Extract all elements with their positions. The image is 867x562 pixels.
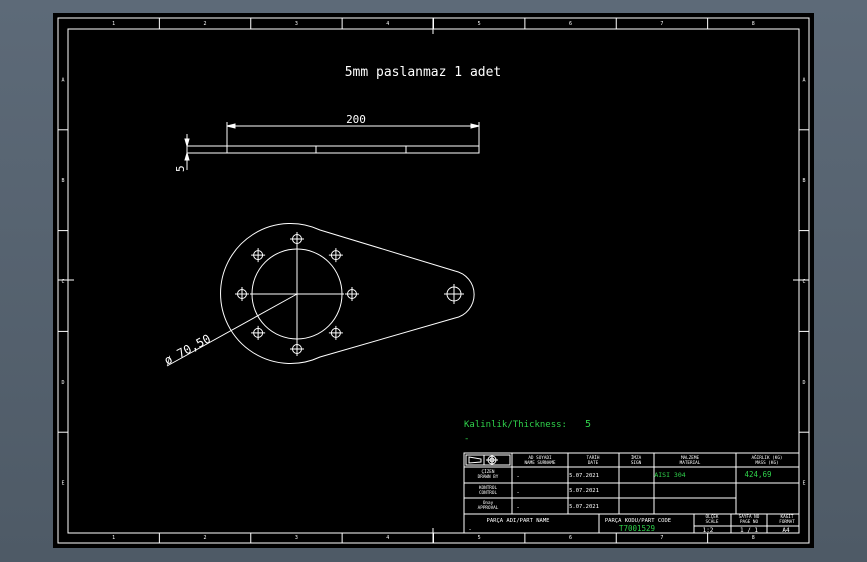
centering-marks [58, 18, 809, 543]
thickness-dimension: 5 [174, 165, 187, 172]
page-value: 1 / 1 [740, 527, 758, 534]
part-code-value: T7001529 [619, 524, 655, 533]
zone-number-top: 8 [752, 21, 755, 27]
approval-name: - [516, 504, 520, 511]
header-weight: AĞIRLIK (KG)MASS (KG) [751, 454, 782, 466]
zone-number-bottom: 8 [752, 535, 755, 541]
thickness-dash: - [464, 434, 469, 444]
zone-letter-right: A [802, 77, 805, 83]
part-outline [220, 223, 475, 364]
zone-number-top: 1 [112, 21, 115, 27]
zone-letter-right: E [802, 481, 805, 487]
zone-number-top: 4 [386, 21, 389, 27]
length-dimension: 200 [346, 113, 366, 126]
approval-date: 5.07.2021 [569, 504, 599, 510]
thickness-value: 5 [585, 419, 591, 430]
zone-number-top: 6 [569, 21, 572, 27]
zone-number-bottom: 5 [478, 535, 481, 541]
material-note: 5mm paslanmaz 1 adet [345, 65, 502, 80]
zone-number-bottom: 4 [386, 535, 389, 541]
projection-symbol-icon [465, 454, 511, 466]
title-block [463, 452, 800, 534]
zone-letter-right: D [802, 380, 805, 386]
top-view [166, 223, 475, 367]
zone-number-bottom: 2 [204, 535, 207, 541]
zone-letter-left: E [61, 481, 64, 487]
material-value: AISI 304 [654, 471, 685, 479]
weight-value: 424,69 [744, 470, 771, 479]
zone-number-top: 5 [478, 21, 481, 27]
drawing-sheet [53, 13, 814, 548]
zone-number-top: 7 [660, 21, 663, 27]
zone-number-top: 3 [295, 21, 298, 27]
part-name-value: - [468, 526, 472, 533]
zone-letter-right: C [802, 279, 805, 285]
drawn-date: 5.07.2021 [569, 473, 599, 479]
part-name-label: PARÇA ADI/PART NAME [487, 518, 550, 524]
drawn-name: - [516, 473, 520, 480]
zone-letter-left: C [61, 279, 64, 285]
zone-number-top: 2 [204, 21, 207, 27]
zone-letter-right: B [802, 178, 805, 184]
zone-number-bottom: 3 [295, 535, 298, 541]
control-date: 5.07.2021 [569, 488, 599, 494]
bolt-hole-circle [235, 232, 359, 356]
thickness-label: Kalinlik/Thickness: [464, 420, 567, 430]
zone-letter-left: D [61, 380, 64, 386]
part-code-label: PARÇA KODU/PART CODE [605, 518, 671, 524]
zone-number-bottom: 7 [660, 535, 663, 541]
side-view [184, 122, 480, 170]
zone-letter-left: A [61, 77, 64, 83]
zone-number-bottom: 6 [569, 535, 572, 541]
control-name: - [516, 489, 520, 496]
zone-letter-left: B [61, 178, 64, 184]
scale-value: 1:2 [703, 527, 714, 534]
zone-number-bottom: 1 [112, 535, 115, 541]
format-value: A4 [782, 527, 790, 534]
